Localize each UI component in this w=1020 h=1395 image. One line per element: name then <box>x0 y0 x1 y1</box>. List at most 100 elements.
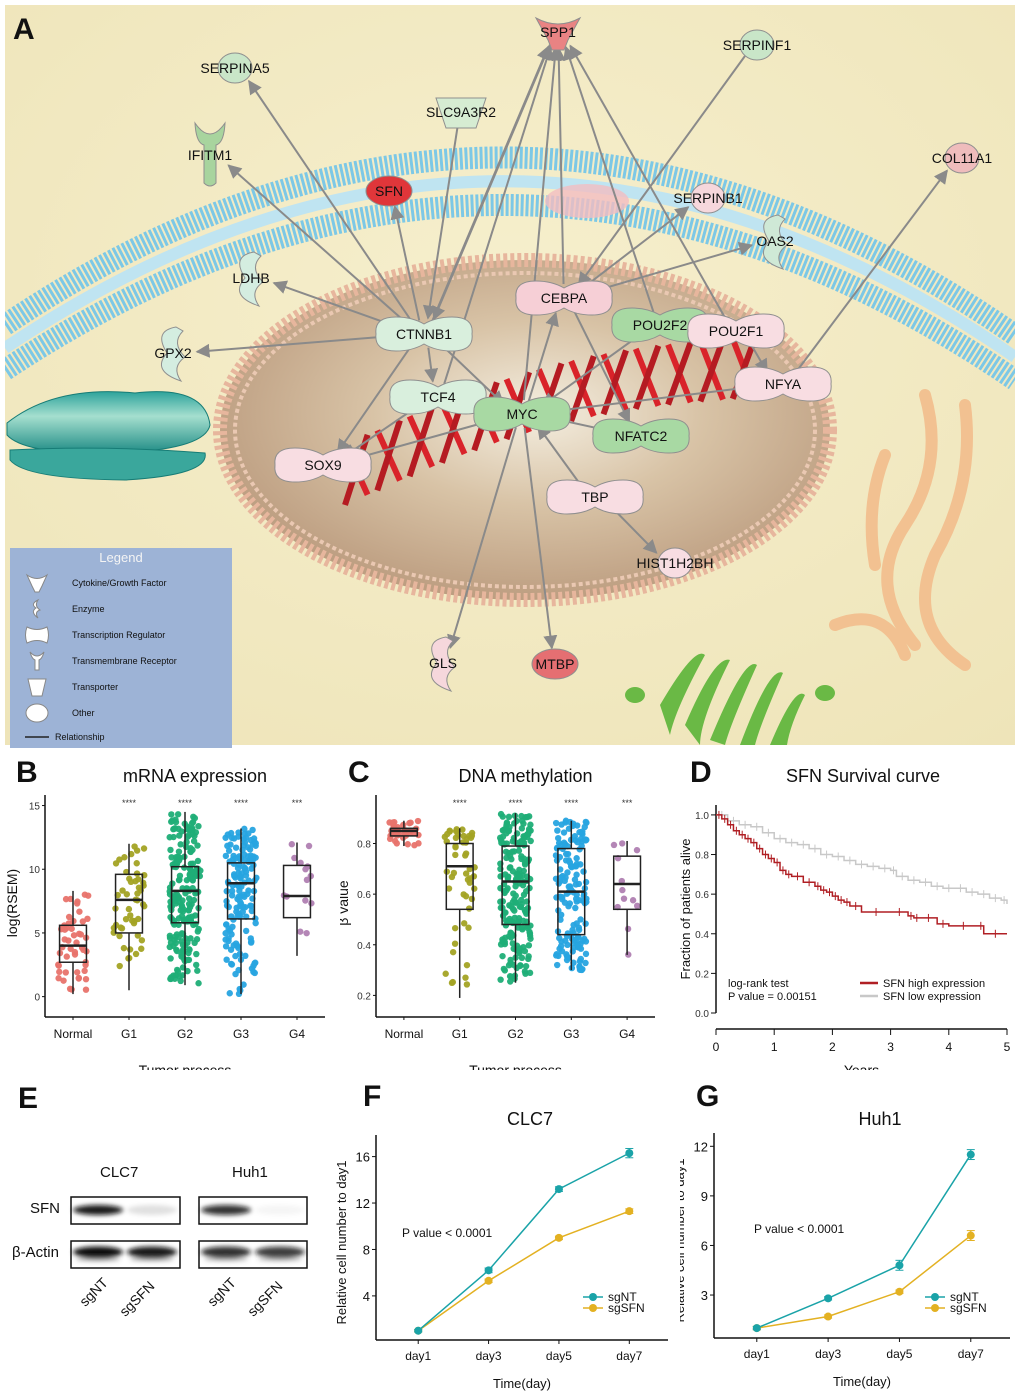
legend-label: SFN high expression <box>883 978 985 990</box>
y-tick-label: 0.4 <box>357 941 371 952</box>
gene-label: SFN <box>375 183 403 199</box>
data-point <box>125 905 133 913</box>
data-point <box>178 930 186 937</box>
data-point <box>291 854 298 862</box>
data-point <box>500 965 508 973</box>
gene-label: SERPINB1 <box>673 190 742 206</box>
data-point <box>553 950 560 958</box>
organelle-vesicle <box>6 391 211 481</box>
data-point <box>633 902 641 910</box>
data-point <box>171 975 179 982</box>
data-point <box>73 900 81 907</box>
edge-arrow <box>424 347 439 383</box>
data-point <box>176 872 184 879</box>
data-point <box>525 813 533 820</box>
transmembrane-receptor-shape <box>194 121 226 187</box>
blot-band-secondary <box>204 1256 248 1262</box>
data-point <box>134 915 142 923</box>
chart-title: DNA methylation <box>458 766 592 786</box>
data-point <box>191 832 198 840</box>
data-point <box>556 934 563 942</box>
blot-band <box>255 1205 305 1215</box>
data-point <box>527 827 534 834</box>
data-point <box>240 863 247 871</box>
gene-node-gls: GLS <box>429 636 457 692</box>
gene-node-sox9: SOX9 <box>274 447 372 483</box>
x-tick-label: G4 <box>289 1027 305 1041</box>
data-point <box>237 873 244 881</box>
data-point <box>126 946 134 953</box>
data-point <box>134 932 142 939</box>
gene-node-cebpa: CEBPA <box>515 280 613 316</box>
transcription-regulator-icon <box>25 626 49 644</box>
data-point <box>127 912 134 919</box>
legend-marker <box>931 1293 939 1301</box>
gene-label: TCF4 <box>421 389 456 405</box>
data-point <box>230 860 238 867</box>
data-point <box>554 834 562 842</box>
data-point <box>497 904 505 911</box>
data-point <box>195 822 202 830</box>
data-point <box>175 848 183 855</box>
data-point <box>76 908 83 915</box>
edge-arrow <box>544 384 764 418</box>
data-point <box>620 895 628 902</box>
data-point <box>471 885 478 892</box>
gene-node-serpinb1: SERPINB1 <box>673 182 743 214</box>
data-point <box>501 940 509 948</box>
data-point <box>168 818 175 825</box>
data-point <box>509 838 516 845</box>
gene-node-gpx2: GPX2 <box>154 326 192 382</box>
x-tick-label: 1 <box>771 1040 778 1054</box>
y-axis-label: Fraction of patients alive <box>680 839 693 980</box>
gene-node-ifitm1: IFITM1 <box>188 121 233 187</box>
annotation-test: log-rank test <box>728 978 789 990</box>
transcription-regulator-shape <box>687 313 785 349</box>
data-point <box>554 1233 563 1242</box>
data-point <box>55 962 62 969</box>
transporter-icon <box>27 678 47 697</box>
data-point <box>572 881 580 888</box>
pvalue-annotation: P value < 0.0001 <box>402 1226 493 1240</box>
data-point <box>75 975 82 982</box>
data-point <box>518 853 525 860</box>
data-point <box>84 892 92 899</box>
transcription-regulator-shape <box>546 479 644 515</box>
series-line-sgnt <box>417 1152 630 1332</box>
data-point <box>122 915 130 923</box>
gene-node-sfn: SFN <box>365 175 413 207</box>
data-point <box>184 956 192 964</box>
data-point <box>553 844 561 852</box>
y-tick-label: 0.2 <box>357 991 371 1002</box>
data-point <box>174 811 182 818</box>
data-point <box>503 840 511 847</box>
data-point <box>248 907 256 915</box>
x-tick-label: 0 <box>713 1040 720 1054</box>
other-shape <box>657 547 693 579</box>
gene-label: TBP <box>581 489 608 505</box>
data-point <box>177 841 184 848</box>
dna-strand <box>600 349 629 416</box>
data-point <box>459 826 466 833</box>
data-point <box>305 842 313 850</box>
gene-label: IFITM1 <box>188 147 233 163</box>
data-point <box>185 832 192 839</box>
data-point <box>561 877 568 885</box>
data-point <box>82 986 90 993</box>
blot-band <box>73 1205 123 1215</box>
data-point <box>564 930 572 937</box>
x-tick-label: 2 <box>829 1040 836 1054</box>
data-point <box>462 839 470 846</box>
data-point <box>235 893 242 901</box>
data-point <box>508 856 515 863</box>
data-point <box>194 928 201 935</box>
x-tick-label: G1 <box>121 1027 137 1041</box>
transmembrane-receptor-icon <box>29 651 45 671</box>
data-point <box>297 928 304 935</box>
gene-node-ldhb: LDHB <box>232 251 270 307</box>
dna-strand <box>568 355 597 423</box>
data-point <box>524 924 531 932</box>
data-point <box>446 828 454 835</box>
x-tick-label: G3 <box>563 1027 579 1041</box>
